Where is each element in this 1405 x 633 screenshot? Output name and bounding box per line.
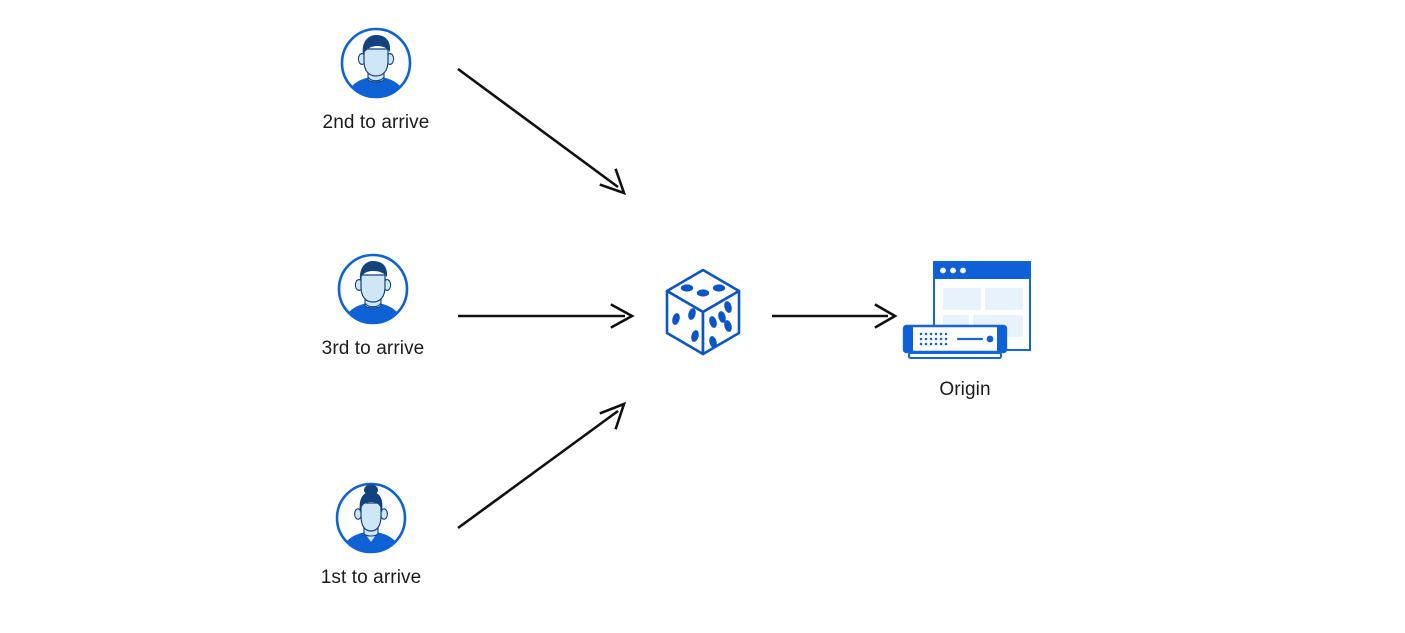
origin-server-icon (896, 252, 1034, 370)
arrow-randomizer-to-origin (772, 303, 898, 329)
server-device-icon (902, 324, 1008, 359)
arrow-client-0-to-randomizer (457, 67, 627, 196)
user-avatar-male-icon (338, 25, 414, 101)
user-avatar-male-icon (335, 251, 411, 327)
origin-label: Origin (939, 379, 991, 400)
arrow-client-2-to-randomizer (457, 401, 627, 530)
client-label-1st: 1st to arrive (320, 567, 422, 588)
client-label-3rd: 3rd to arrive (321, 338, 425, 359)
origin-node[interactable]: Origin (896, 252, 1034, 402)
client-node-2nd[interactable]: 2nd to arrive (311, 25, 441, 135)
randomizer-node[interactable] (660, 264, 746, 370)
arrow-client-1-to-randomizer (458, 303, 635, 329)
client-node-1st[interactable]: 1st to arrive (306, 480, 436, 590)
client-node-3rd[interactable]: 3rd to arrive (308, 251, 438, 361)
user-avatar-female-icon (333, 480, 409, 556)
client-label-2nd: 2nd to arrive (322, 112, 430, 133)
dice-icon (660, 264, 746, 360)
